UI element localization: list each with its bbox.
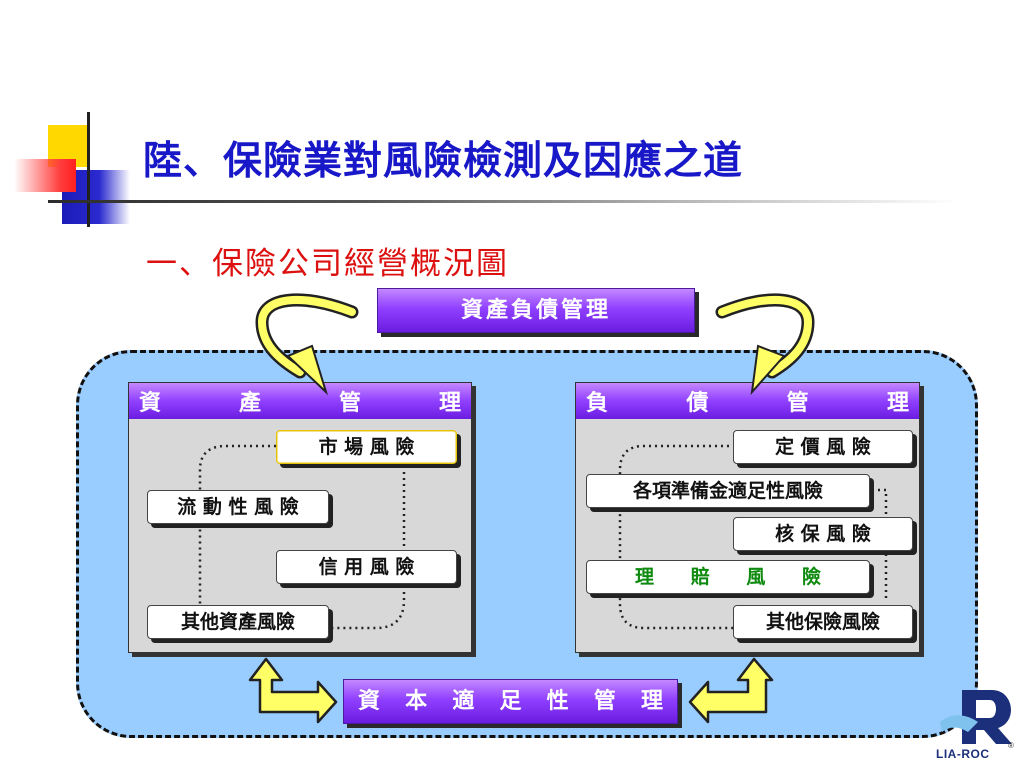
reserve-adequacy-risk-box: 各項準備金適足性風險 <box>586 474 870 508</box>
other-insurance-risk-box: 其他保險風險 <box>733 605 913 639</box>
liability-dotted-connector-right <box>872 488 888 600</box>
lia-roc-logo-icon <box>940 690 1012 744</box>
banner-char: 管 <box>593 688 616 714</box>
header-char: 資 <box>139 390 162 416</box>
banner-char: 資 <box>358 688 381 714</box>
underwriting-risk-box: 核 保 風 險 <box>733 517 913 551</box>
curved-arrow-left-icon <box>255 293 359 396</box>
elbow-arrow-right-icon <box>688 657 774 724</box>
claims-char: 風 <box>746 566 766 588</box>
header-char: 負 <box>586 390 609 416</box>
banner-char: 足 <box>499 688 522 714</box>
decor-red-square <box>14 159 76 192</box>
asset-dotted-connector-right <box>330 466 406 630</box>
slide-subtitle: 一、保險公司經營概況圖 <box>146 246 509 282</box>
other-asset-risk-box: 其他資產風險 <box>147 605 329 639</box>
header-char: 管 <box>786 390 809 416</box>
asset-dotted-connector <box>198 444 290 630</box>
header-char: 理 <box>438 390 461 416</box>
claims-char: 險 <box>801 566 821 588</box>
asset-management-header: 資 產 管 理 <box>129 383 471 419</box>
header-char: 債 <box>686 390 709 416</box>
banner-char: 適 <box>452 688 475 714</box>
liquidity-risk-box: 流 動 性 風 險 <box>147 490 329 524</box>
elbow-arrow-left-icon <box>248 657 338 724</box>
header-char: 理 <box>886 390 909 416</box>
banner-char: 理 <box>640 688 663 714</box>
market-risk-box: 市 場 風 險 <box>276 430 457 464</box>
pricing-risk-box: 定 價 風 險 <box>733 430 913 464</box>
asset-liability-management-banner: 資產負債管理 <box>377 288 695 333</box>
slide-title: 陸、保險業對風險檢測及因應之道 <box>143 138 744 184</box>
banner-char: 本 <box>405 688 428 714</box>
registered-mark: ® <box>1008 741 1014 750</box>
header-char: 產 <box>238 390 261 416</box>
claims-char: 賠 <box>690 566 710 588</box>
lia-roc-logo-text: LIA-ROC <box>936 747 990 761</box>
title-underline <box>48 200 958 203</box>
curved-arrow-right-icon <box>715 293 815 396</box>
capital-adequacy-management-banner: 資 本 適 足 性 管 理 <box>343 679 678 724</box>
banner-char: 性 <box>546 688 569 714</box>
liability-management-header: 負 債 管 理 <box>576 383 919 419</box>
claims-char: 理 <box>635 566 655 588</box>
claims-risk-box: 理 賠 風 險 <box>586 560 870 594</box>
header-char: 管 <box>338 390 361 416</box>
credit-risk-box: 信 用 風 險 <box>276 550 457 584</box>
decor-vertical-line <box>87 112 90 227</box>
